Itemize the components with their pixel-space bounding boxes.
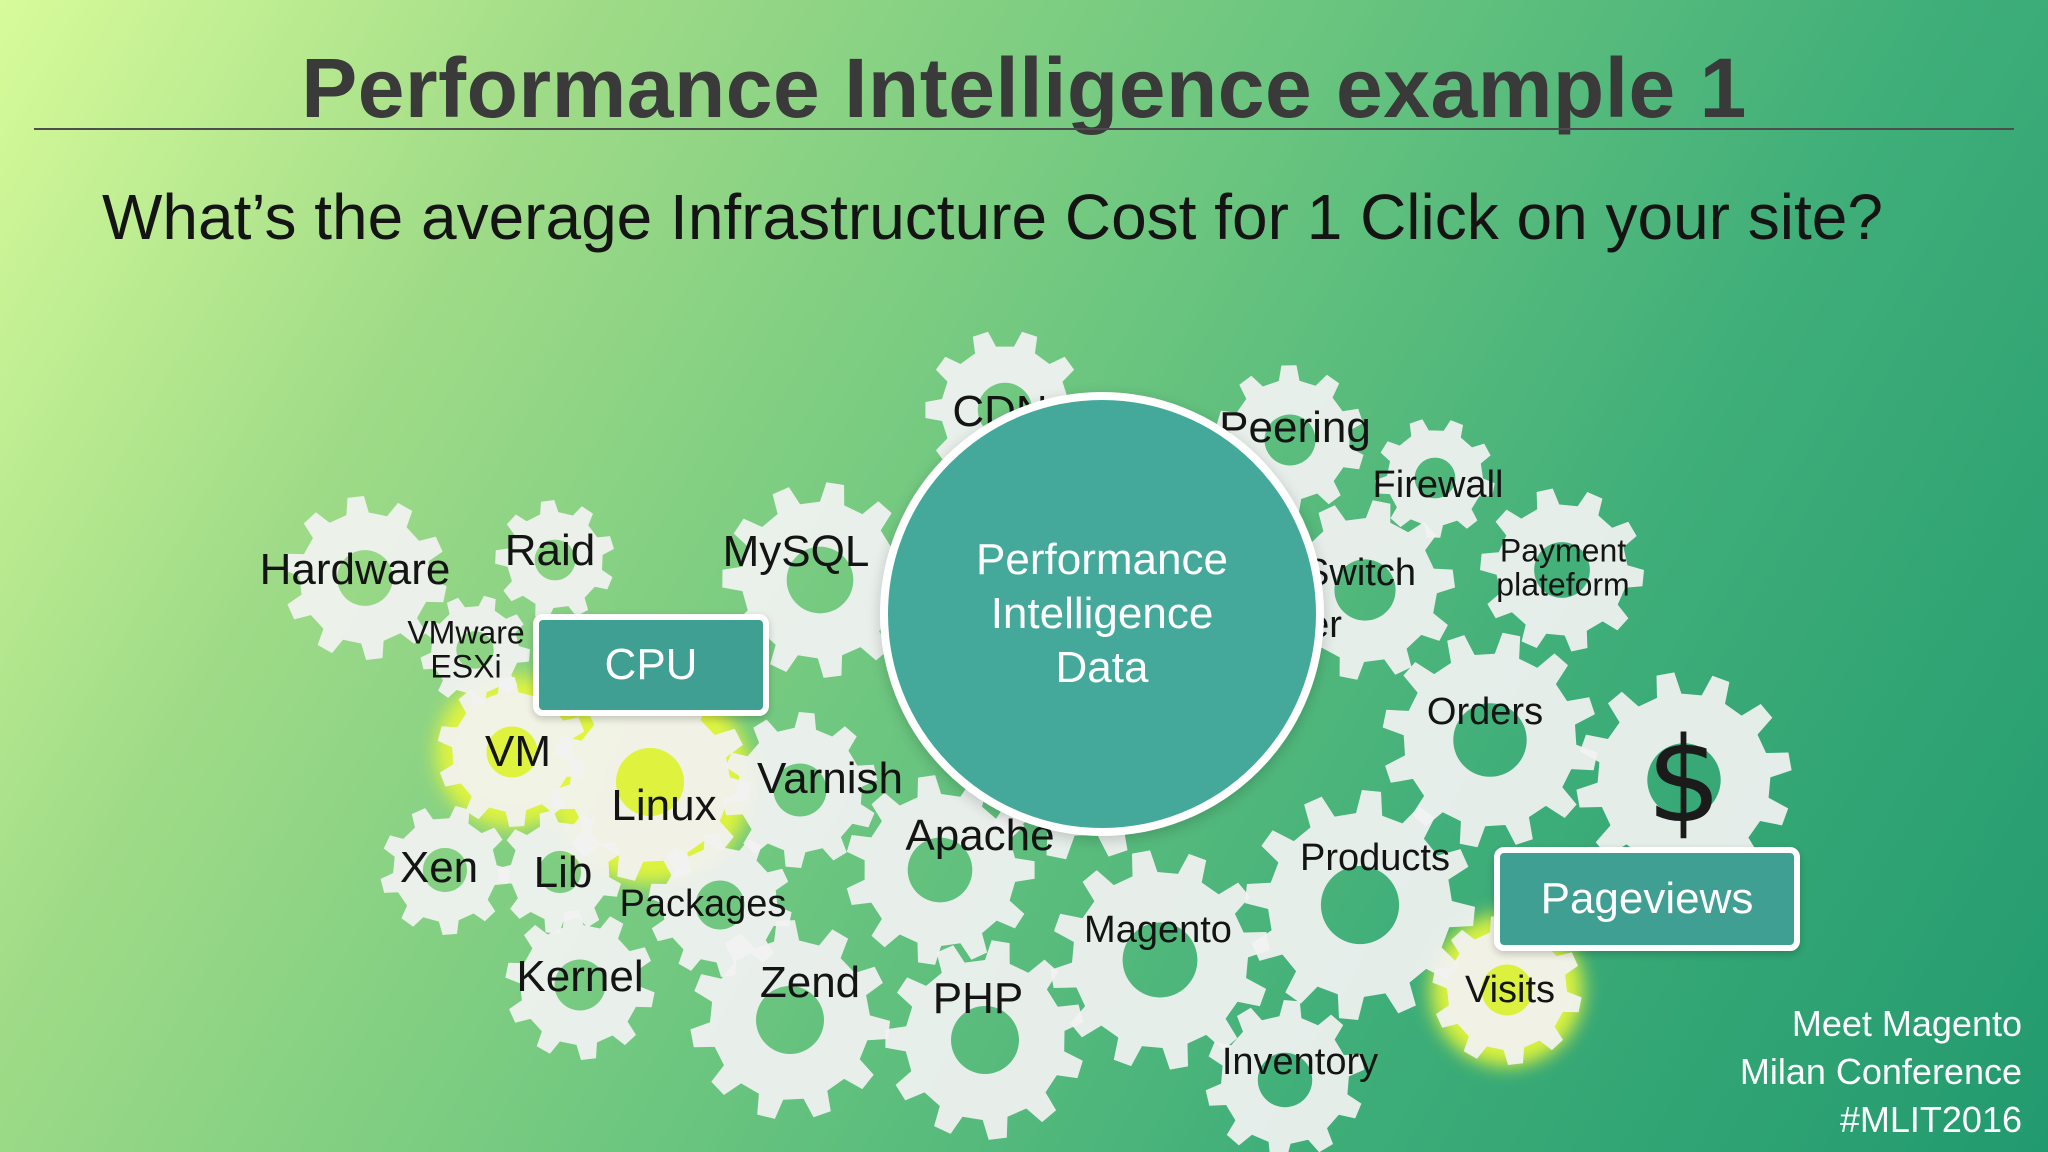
slide-question: What’s the average Infrastructure Cost f… [102,181,1883,253]
conference-footer: Meet Magento Milan Conference #MLIT2016 [1740,1000,2022,1144]
footer-line-2: Milan Conference [1739,1051,2022,1092]
gear-label-lib: Lib [533,847,593,897]
gear-label-payment-platform: Payment plateform [1496,532,1630,602]
performance-intelligence-data-circle: Performance Intelligence Data [880,392,1324,836]
gear-orders [1382,632,1598,848]
gear-label-magento: Magento [1084,909,1232,952]
gear-kernel [505,910,655,1060]
pageviews-tag-label: Pageviews [1540,874,1754,923]
gear-xen [380,805,510,935]
gear-label-php: PHP [932,973,1024,1023]
cpu-tag: CPU [533,614,769,716]
gear-dollar [1576,672,1792,888]
footer-line-3: #MLIT2016 [1839,1099,2022,1140]
gear-label-vmware-esxi: VMware ESXi [407,614,525,684]
gear-label-linux: Linux [611,780,717,830]
gear-label-switch: Switch [1304,552,1416,595]
gear-label-orders: Orders [1426,691,1544,734]
gear-label-vm: VM [485,726,551,776]
gear-label-visits: Visits [1464,969,1556,1012]
center-circle-label: Performance Intelligence Data [976,535,1228,692]
gear-label-mysql: MySQL [722,526,870,576]
gear-label-zend: Zend [759,957,861,1007]
gear-lib [498,810,621,934]
gear-visits [1432,915,1582,1065]
gear-payment [1480,488,1644,652]
gear-label-packages: Packages [619,883,787,926]
gear-firewall [1375,419,1495,538]
gear-zend [690,920,890,1119]
gear-label-products: Products [1300,837,1450,880]
gear-varnish [722,712,878,868]
gear-apache [846,775,1035,965]
gear-hardware [283,496,447,660]
gear-php [885,940,1084,1140]
gear-label-firewall: Firewall [1372,464,1504,507]
gear-label-kernel: Kernel [516,951,644,1001]
gear-packages [648,833,792,977]
gear-label-raid: Raid [504,525,596,575]
gear-inventory [1205,1000,1365,1152]
gear-label-varnish: Varnish [757,753,903,803]
footer-line-1: Meet Magento [1791,1003,2022,1044]
gear-label-hardware: Hardware [259,544,451,594]
gear-label-xen: Xen [399,842,479,892]
gear-raid [495,500,614,620]
dollar-sign-icon: $ [1646,711,1722,849]
gear-mysql [722,482,917,678]
gear-label-inventory: Inventory [1221,1041,1379,1084]
pageviews-tag: Pageviews [1494,847,1800,951]
cpu-tag-label: CPU [604,640,698,689]
gear-linux [550,682,750,881]
gear-vmware [420,595,530,705]
title-divider [34,128,2014,130]
gear-products [1245,790,1475,1020]
gear-magento [1050,850,1270,1070]
slide-title: Performance Intelligence example 1 [301,41,1747,135]
